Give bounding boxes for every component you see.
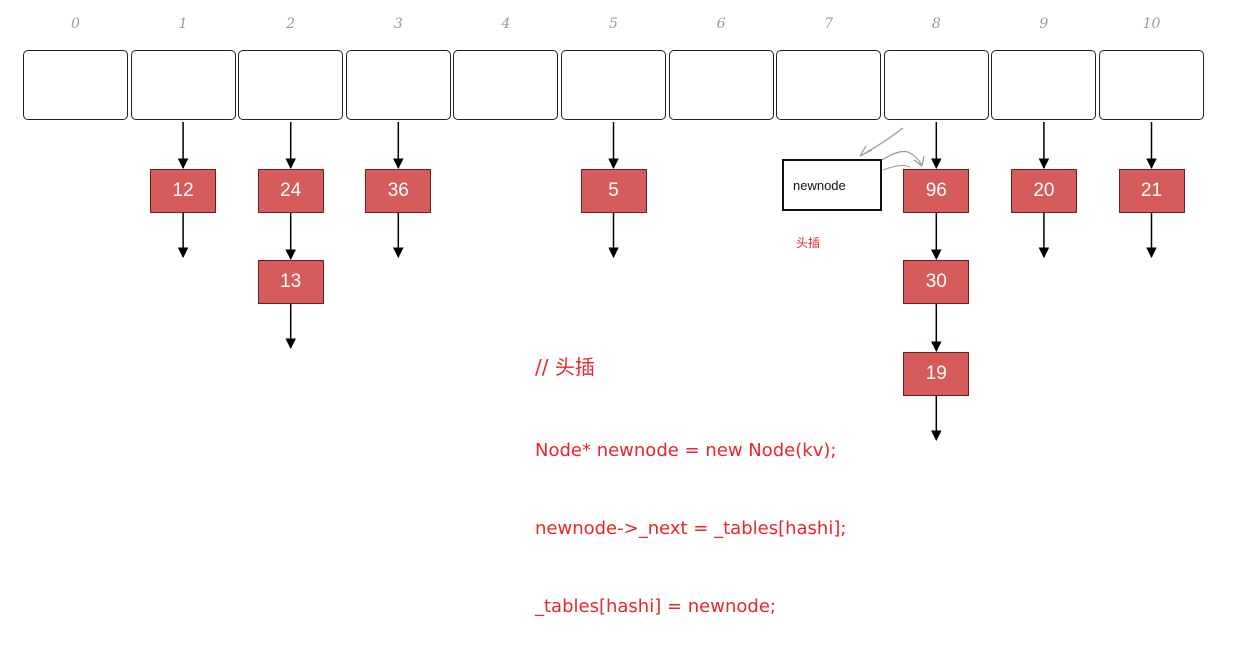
- bucket-index-2: 2: [286, 16, 296, 32]
- chain-node-24: 24: [257, 169, 324, 213]
- chain-node-21: 21: [1118, 169, 1185, 213]
- chain-node-20: 20: [1010, 169, 1077, 213]
- bucket-slot-1: [130, 50, 236, 120]
- bucket-slot-2: [238, 50, 344, 120]
- bucket-slot-8: [883, 50, 989, 120]
- bucket-index-9: 9: [1039, 16, 1049, 32]
- bucket-index-8: 8: [931, 16, 941, 32]
- newnode-box: newnode: [782, 159, 882, 211]
- head-insert-sketch-arrows: [859, 127, 925, 171]
- bucket-slot-6: [668, 50, 774, 120]
- chain-node-13: 13: [257, 260, 324, 304]
- newnode-label: newnode: [793, 178, 846, 193]
- bucket-index-5: 5: [609, 16, 618, 32]
- bucket-index-1: 1: [178, 16, 188, 32]
- bucket-index-0: 0: [71, 16, 80, 32]
- bucket-index-10: 10: [1142, 16, 1161, 32]
- bucket-index-3: 3: [393, 16, 403, 32]
- chain-node-30: 30: [903, 260, 970, 304]
- chain-node-5: 5: [580, 169, 647, 213]
- bucket-slot-3: [345, 50, 451, 120]
- chain-node-96: 96: [903, 169, 970, 213]
- bucket-slot-4: [453, 50, 559, 120]
- arrow-layer: [177, 122, 1157, 442]
- bucket-index-6: 6: [716, 16, 726, 32]
- bucket-slot-7: [776, 50, 882, 120]
- code-annotation: // 头插 Node* newnode = new Node(kv); newn…: [535, 302, 846, 672]
- bucket-slot-9: [991, 50, 1097, 120]
- chain-node-12: 12: [150, 169, 217, 213]
- code-comment: // 头插: [535, 355, 595, 379]
- bucket-slot-5: [561, 50, 666, 120]
- code-line-1: Node* newnode = new Node(kv);: [535, 440, 837, 461]
- chain-node-36: 36: [365, 169, 432, 213]
- chain-node-19: 19: [903, 352, 970, 396]
- code-line-2: newnode->_next = _tables[hashi];: [535, 518, 847, 539]
- code-line-3: _tables[hashi] = newnode;: [535, 596, 776, 617]
- bucket-index-4: 4: [501, 16, 511, 32]
- bucket-slot-0: [23, 50, 128, 120]
- bucket-slot-10: [1099, 50, 1204, 120]
- bucket-index-7: 7: [824, 16, 834, 32]
- head-insert-label: 头插: [796, 236, 821, 250]
